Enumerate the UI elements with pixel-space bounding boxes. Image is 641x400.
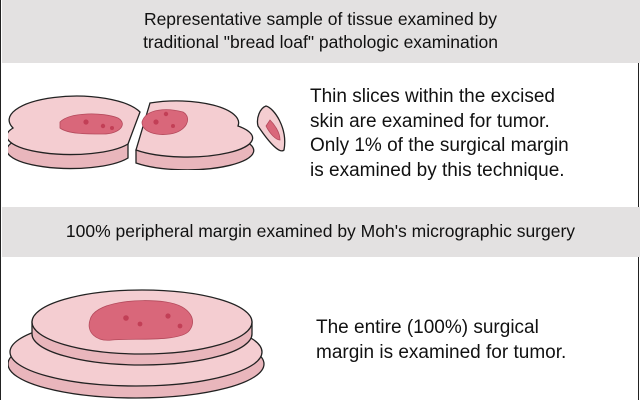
mohs-header-band: 100% peripheral margin examined by Moh's… (2, 207, 640, 257)
breadloaf-header-line-2: traditional "bread loaf" pathologic exam… (2, 31, 640, 54)
mohs-header: 100% peripheral margin examined by Moh's… (2, 220, 640, 243)
breadloaf-description-line-3: Only 1% of the surgical margin (310, 134, 569, 159)
mohs-disc-illustration (8, 280, 273, 400)
breadloaf-description: Thin slices within the excised skin are … (310, 85, 569, 183)
tumor-region (89, 301, 192, 341)
tissue-slice-left (8, 96, 140, 168)
breadloaf-header-band: Representative sample of tissue examined… (2, 0, 640, 63)
mohs-description: The entire (100%) surgical margin is exa… (316, 316, 566, 365)
breadloaf-description-line-4: is examined by this technique. (310, 159, 569, 184)
breadloaf-slices-illustration (8, 88, 298, 170)
breadloaf-header: Representative sample of tissue examined… (2, 8, 640, 54)
breadloaf-header-line-1: Representative sample of tissue examined… (2, 8, 640, 31)
breadloaf-description-line-2: skin are examined for tumor. (310, 110, 569, 135)
tissue-slice-thin (257, 106, 284, 151)
tissue-slice-middle (136, 101, 254, 170)
breadloaf-description-line-1: Thin slices within the excised (310, 85, 569, 110)
mohs-description-line-1: The entire (100%) surgical (316, 316, 566, 341)
mohs-description-line-2: margin is examined for tumor. (316, 341, 566, 366)
